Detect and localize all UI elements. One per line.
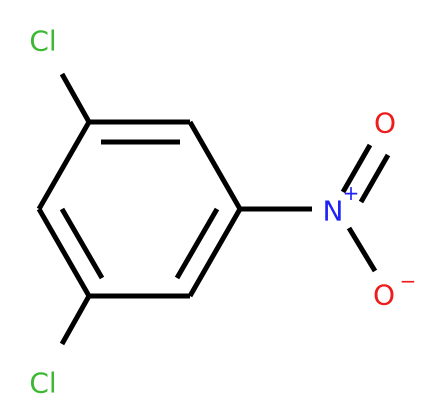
ring-bond-c2-c3 xyxy=(187,120,243,211)
bond-nitrogen-oxygen-bottom xyxy=(346,226,378,273)
atom-labels: Cl Cl N + O O − xyxy=(29,25,416,400)
bond-c1-cl-top xyxy=(59,72,92,124)
atom-oxygen-bottom: O xyxy=(373,279,395,312)
atom-cl-bottom: Cl xyxy=(29,367,56,400)
bonds xyxy=(36,72,391,346)
ring-bond-c6-c1 xyxy=(36,120,92,211)
ring-double-bond-inner-left xyxy=(59,207,105,280)
nitrogen-charge-plus: + xyxy=(343,181,360,205)
atom-oxygen-top: O xyxy=(374,107,396,140)
bond-c5-cl-bottom xyxy=(59,294,92,346)
ring-bond-c5-c6 xyxy=(36,207,92,298)
bond-nitrogen-oxygen-top-b xyxy=(358,153,391,204)
ring-bond-c3-c4 xyxy=(187,207,243,298)
atom-cl-top: Cl xyxy=(29,25,56,58)
bond-nitrogen-oxygen-top-a xyxy=(340,143,373,194)
atom-nitrogen: N xyxy=(323,195,344,228)
ring-double-bond-inner-right xyxy=(174,207,220,280)
oxygen-charge-minus: − xyxy=(400,269,417,293)
